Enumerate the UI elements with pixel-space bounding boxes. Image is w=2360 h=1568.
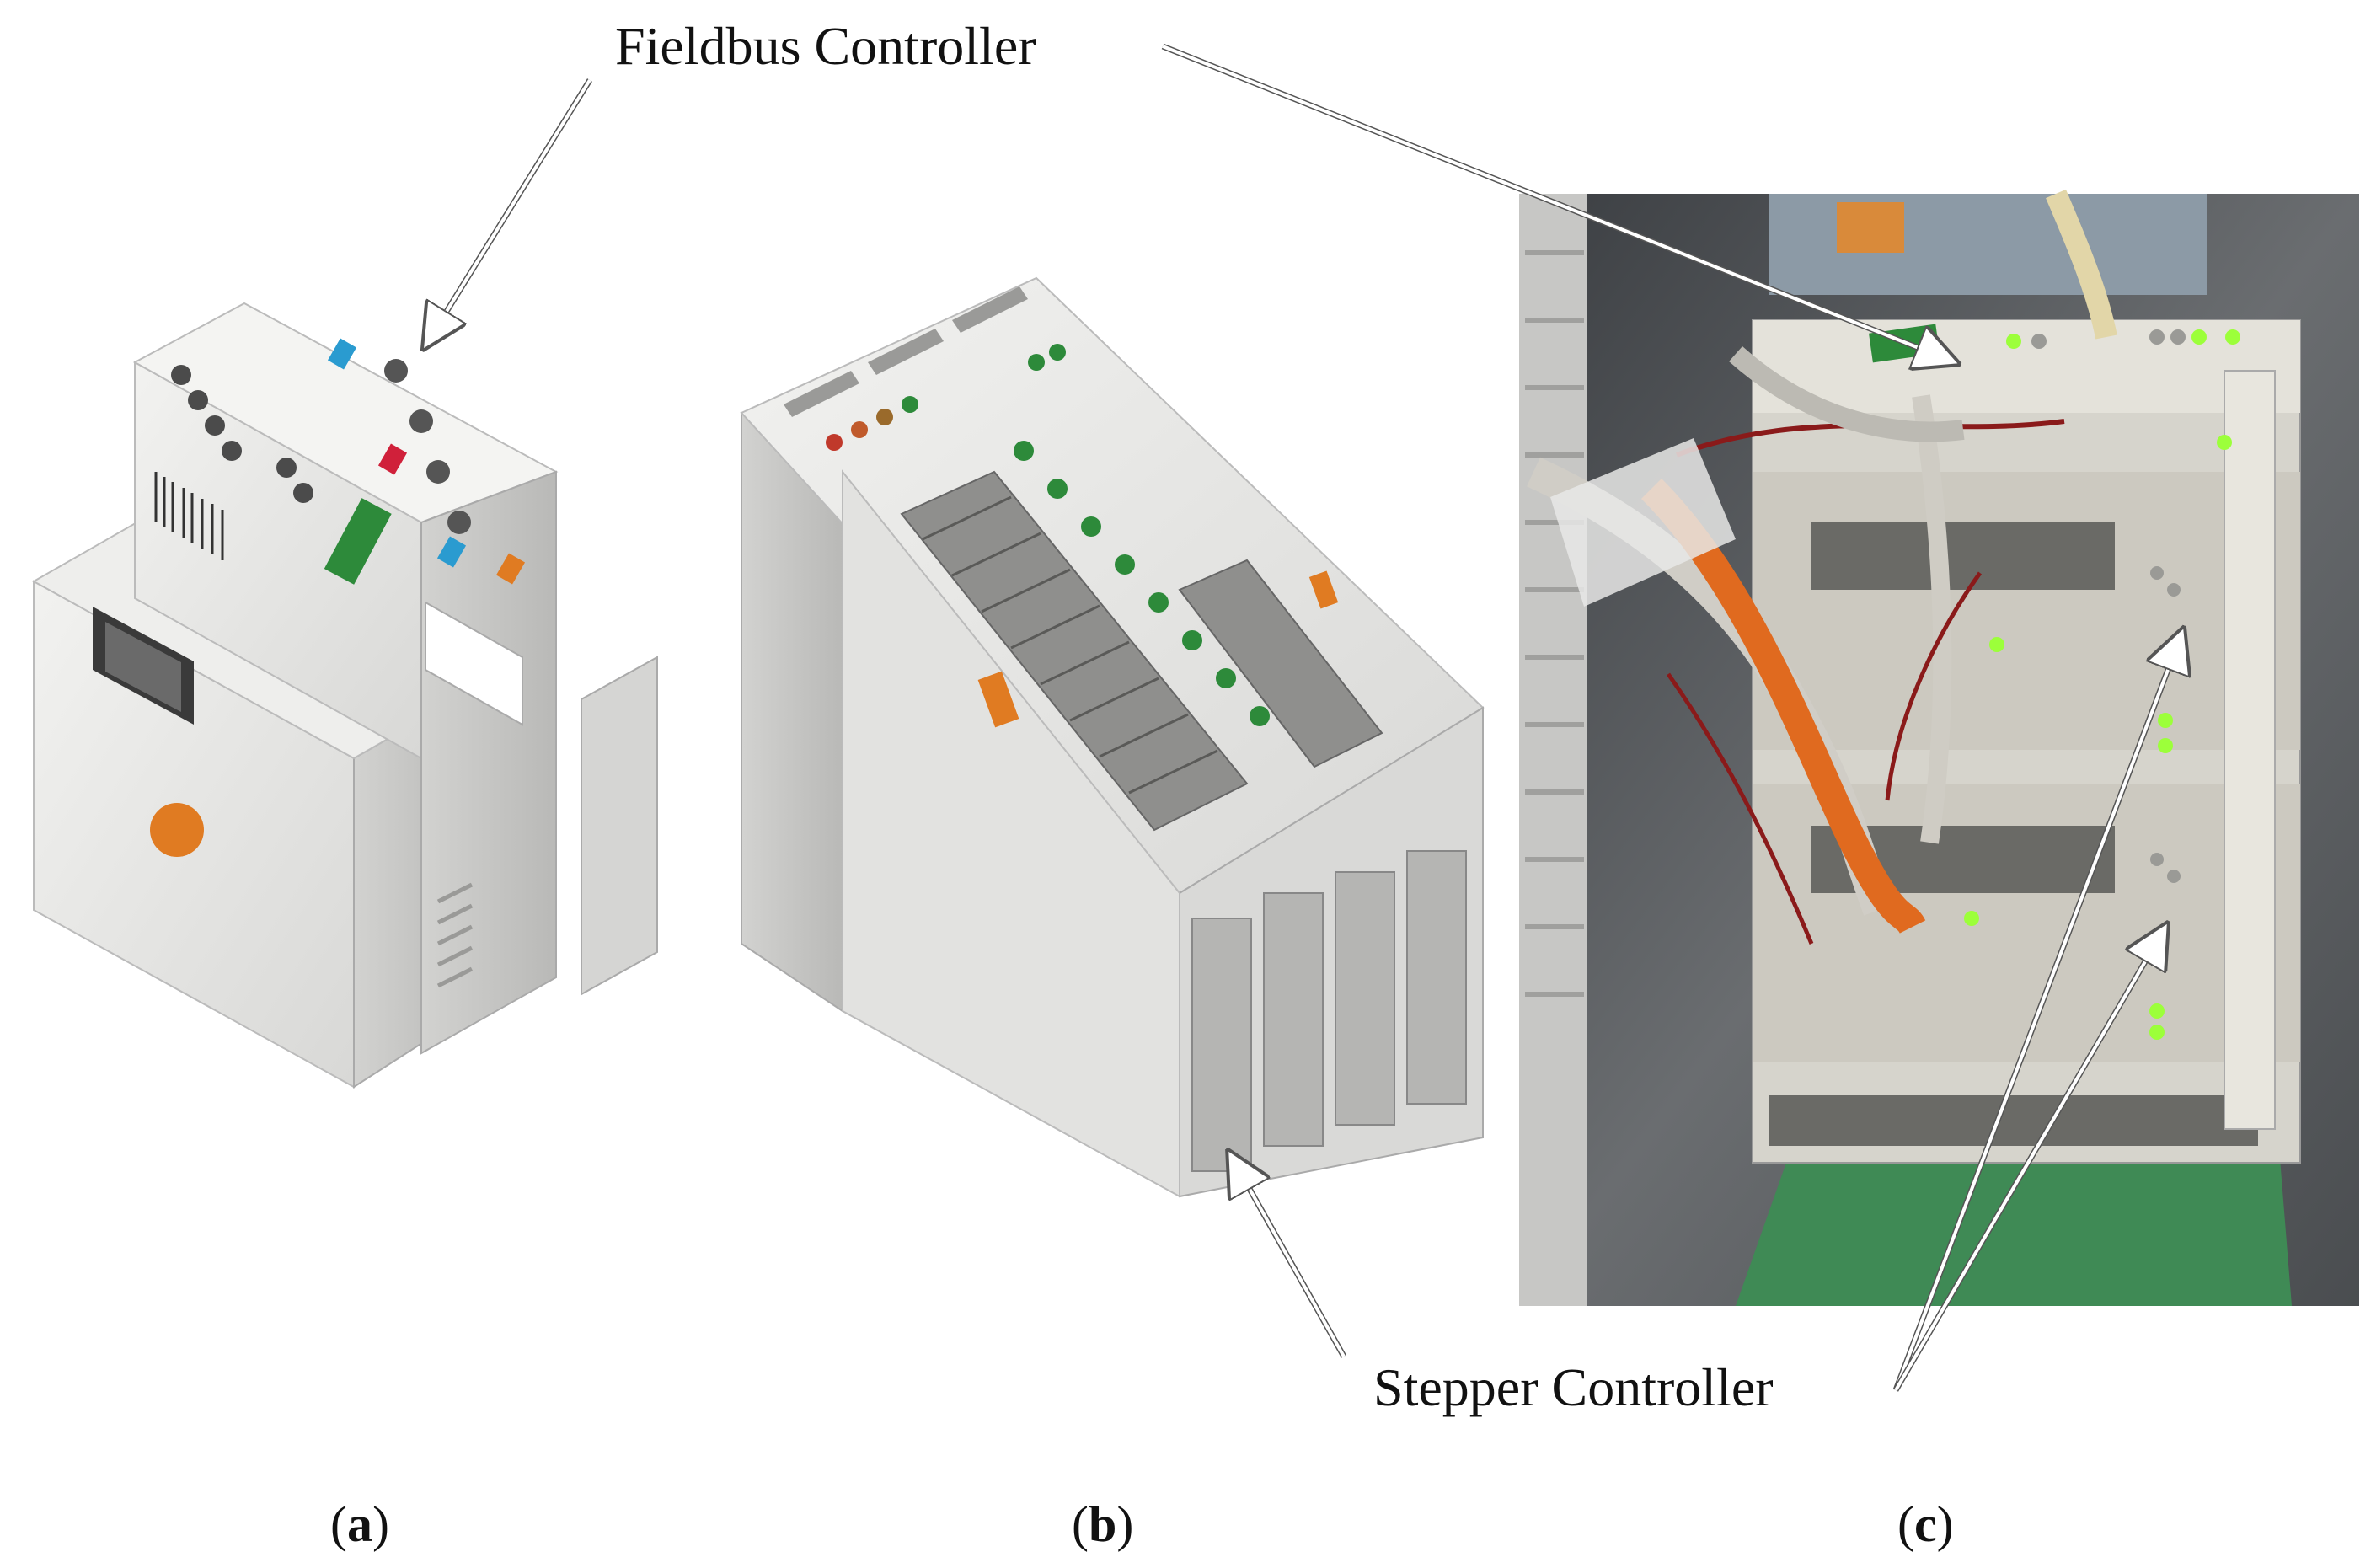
barcode bbox=[154, 472, 224, 560]
device-b-stepper-controller bbox=[740, 276, 1485, 1198]
arrow-fieldbus-c bbox=[1162, 45, 1955, 362]
label-window bbox=[425, 601, 523, 726]
photo-c-installed-modules bbox=[1519, 189, 2359, 1306]
label-stepper-controller: Stepper Controller bbox=[1373, 1357, 1774, 1417]
wago-logo bbox=[324, 498, 392, 585]
label-fieldbus-controller: Fieldbus Controller bbox=[615, 16, 1036, 76]
arrow-stepper-c2 bbox=[1894, 927, 2165, 1392]
connector-x2 bbox=[1178, 559, 1383, 768]
callout-arrows bbox=[425, 43, 2182, 1392]
panel-label-c: (c) bbox=[1897, 1496, 1954, 1552]
orange-latch bbox=[150, 803, 204, 857]
connector-x1 bbox=[900, 470, 1249, 832]
arrow-fieldbus-a bbox=[425, 78, 591, 345]
panel-label-b: (b) bbox=[1072, 1496, 1134, 1552]
device-a-fieldbus-controller bbox=[31, 302, 658, 1089]
arrow-stepper-c1 bbox=[1894, 632, 2182, 1391]
arrow-stepper-b bbox=[1230, 1154, 1346, 1357]
panel-label-a: (a) bbox=[330, 1496, 389, 1552]
